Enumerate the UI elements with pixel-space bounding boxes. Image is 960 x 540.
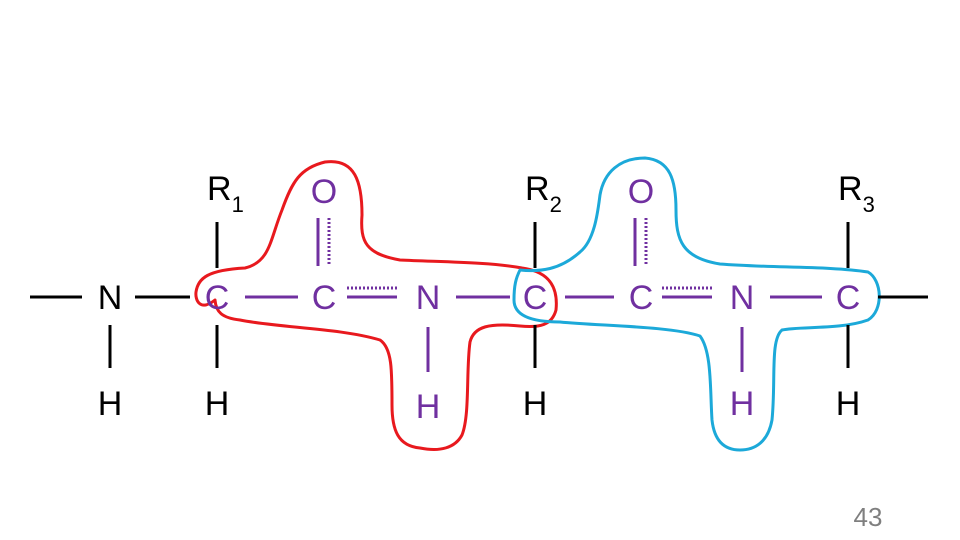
atom-h-ca2: H (523, 385, 548, 423)
atom-c1: C (312, 279, 337, 317)
atom-r3-letter: R (838, 170, 863, 208)
atom-r2: R2 (525, 170, 562, 217)
atom-r1-subscript: 1 (232, 192, 244, 217)
residue-1-outline (194, 160, 558, 451)
atom-n1: N (98, 279, 123, 317)
atom-h-n2: H (416, 388, 441, 426)
atom-ca3: C (836, 279, 861, 317)
atom-r2-letter: R (525, 170, 550, 208)
atom-r1: R1 (207, 170, 244, 217)
atom-n2: N (416, 279, 441, 317)
atom-o2: O (628, 173, 654, 211)
atom-r2-subscript: 2 (550, 192, 562, 217)
atom-h-ca3: H (836, 385, 861, 423)
atom-r3-subscript: 3 (863, 192, 875, 217)
atom-n3: N (730, 279, 755, 317)
atom-r1-letter: R (207, 170, 232, 208)
residue-2-outline (512, 156, 881, 452)
atom-ca1: C (205, 279, 230, 317)
atom-h-n3: H (730, 385, 755, 423)
atom-h-n1: H (98, 385, 123, 423)
purple-bonds (245, 218, 822, 372)
atom-c2: C (629, 279, 654, 317)
atom-ca2: C (523, 279, 548, 317)
page-number: 43 (854, 502, 883, 532)
atom-r3: R3 (838, 170, 875, 217)
atom-h-ca1: H (205, 385, 230, 423)
atom-o1: O (311, 173, 337, 211)
black-bonds (30, 222, 928, 368)
